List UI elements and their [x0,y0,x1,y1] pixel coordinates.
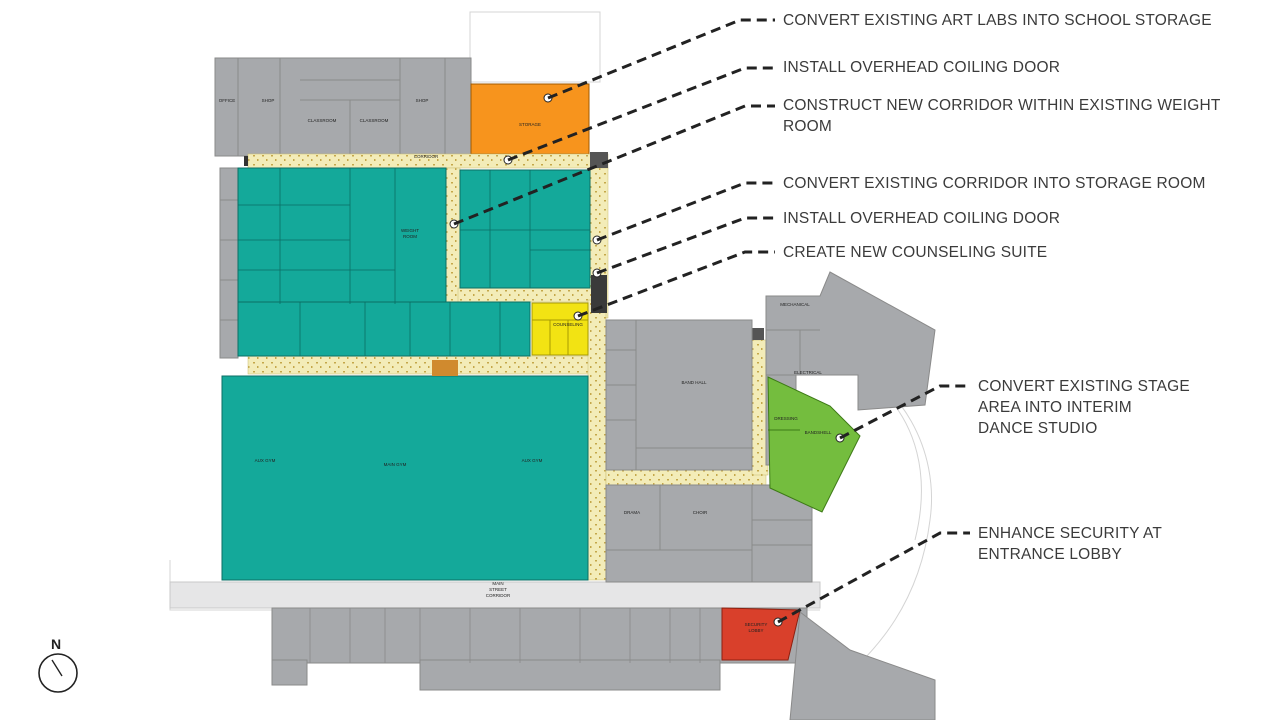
room-label-main-gym: MAIN GYM [384,462,407,467]
room-label-dressing: DRESSING [774,416,798,421]
security-lobby [721,607,801,661]
main-gym [221,360,589,581]
callout-coiling-door-1: INSTALL OVERHEAD COILING DOOR [783,57,1060,78]
callout-line: ENTRANCE LOBBY [978,546,1123,563]
room-label-shop-right: SHOP [416,98,429,103]
band-hall-block [605,319,753,471]
room-label-main-street: MAIN [492,581,503,586]
callout-new-corridor: CONSTRUCT NEW CORRIDOR WITHIN EXISTING W… [783,95,1221,137]
room-label-street: STREET [489,587,507,592]
room-label-bandshell: BANDSHELL [805,430,832,435]
callout-text: CREATE NEW COUNSELING SUITE [783,244,1048,261]
callout-corridor-storage: CONVERT EXISTING CORRIDOR INTO STORAGE R… [783,173,1206,194]
room-label-office: OFFICE [219,98,236,103]
room-label-counseling: COUNSELING [553,322,583,327]
room-label-corridor: CORRIDOR [414,154,439,159]
callout-text: INSTALL OVERHEAD COILING DOOR [783,210,1061,227]
shop-wing [214,57,472,157]
room-label-classroom-1: CLASSROOM [308,118,337,123]
leader-lines [453,18,970,624]
north-label: N [51,636,62,652]
athletics-block [237,167,591,357]
room-label-band-hall: BAND HALL [681,380,707,385]
dance-studio [767,376,861,513]
admin-wing [271,607,936,720]
callout-text: CONVERT EXISTING ART LABS INTO SCHOOL ST… [783,12,1212,29]
callout-line: CONVERT EXISTING STAGE [978,378,1190,395]
callout-line: ROOM [783,118,833,135]
room-label-mechanical: MECHANICAL [780,302,810,307]
callout-art-labs-storage: CONVERT EXISTING ART LABS INTO SCHOOL ST… [783,10,1212,31]
room-label-weight-room: ROOM [403,234,417,239]
callout-line: ENHANCE SECURITY AT [978,525,1163,542]
callout-line: CONSTRUCT NEW CORRIDOR WITHIN EXISTING W… [783,97,1221,114]
counseling-suite [531,302,589,356]
room-label-aux-gym-left: AUX GYM [255,458,276,463]
room-label-main-street-corridor: CORRIDOR [486,593,511,598]
callout-counseling-suite: CREATE NEW COUNSELING SUITE [783,242,1047,263]
room-label-lobby: LOBBY [748,628,763,633]
drama-choir-block [605,484,813,583]
callout-text: CONVERT EXISTING CORRIDOR INTO STORAGE R… [783,175,1206,192]
room-label-shop-left: SHOP [262,98,275,103]
callout-coiling-door-2: INSTALL OVERHEAD COILING DOOR [783,208,1060,229]
callout-dance-studio: CONVERT EXISTING STAGE AREA INTO INTERIM… [978,376,1190,439]
room-label-security: SECURITY [745,622,768,627]
callout-line: DANCE STUDIO [978,420,1098,437]
storage-art-labs [470,83,590,155]
room-label-aux-gym-right: AUX GYM [522,458,543,463]
room-label-weight: WEIGHT [401,228,419,233]
room-label-choir: CHOIR [693,510,708,515]
callout-security-lobby: ENHANCE SECURITY AT ENTRANCE LOBBY [978,523,1162,565]
room-label-storage: STORAGE [519,122,541,127]
callout-line: AREA INTO INTERIM [978,399,1132,416]
main-street-corridor [169,581,821,609]
north-arrow-icon [38,653,78,693]
west-rooms [219,167,239,359]
room-label-classroom-2: CLASSROOM [360,118,389,123]
room-label-electrical: ELECTRICAL [794,370,822,375]
room-label-drama: DRAMA [624,510,640,515]
callout-text: INSTALL OVERHEAD COILING DOOR [783,59,1061,76]
